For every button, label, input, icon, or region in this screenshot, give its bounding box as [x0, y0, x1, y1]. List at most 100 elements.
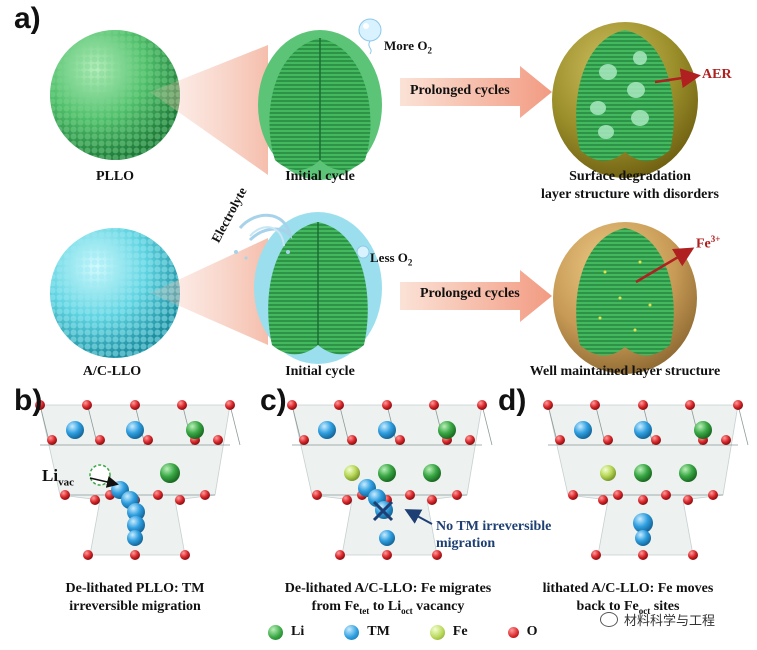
o-atom — [432, 550, 442, 560]
bond-line — [737, 404, 749, 446]
acllo-particle — [50, 228, 180, 358]
o-atom — [47, 435, 57, 445]
fe3-label: Fe3+ — [696, 234, 721, 252]
o-atom — [603, 435, 613, 445]
aer-arrow — [654, 68, 701, 89]
o-atom — [60, 490, 70, 500]
panel-b-label: b) — [14, 384, 43, 417]
o-atom — [153, 490, 163, 500]
o-atom — [638, 400, 648, 410]
li-vacancy — [89, 464, 111, 486]
o-atom — [590, 400, 600, 410]
electrolyte-splash-icon — [234, 213, 293, 260]
tm-atom — [127, 503, 145, 521]
pllo-label: PLLO — [95, 169, 135, 184]
structure-d — [543, 400, 749, 560]
o-atom — [177, 400, 187, 410]
li-atom — [634, 464, 652, 482]
o-atom — [95, 435, 105, 445]
li-vac-arrow — [89, 476, 119, 488]
o-atom — [143, 435, 153, 445]
pllo-particle — [50, 30, 180, 160]
o-atom — [721, 435, 731, 445]
o-atom — [334, 400, 344, 410]
o-atom — [708, 490, 718, 500]
o-atom — [591, 550, 601, 560]
o-atom — [395, 435, 405, 445]
tm-atom — [66, 421, 84, 439]
caption-c: De-lithated A/C-LLO: Fe migrates from Fe… — [284, 581, 492, 616]
legend-item-tm: TM — [344, 624, 390, 640]
water-droplet-icon — [358, 18, 382, 55]
li-atom — [186, 421, 204, 439]
no-tm-migration-label: No TM irreversible migration — [436, 519, 552, 551]
wechat-icon — [600, 612, 618, 627]
initial-cycle-label-bottom: Initial cycle — [285, 364, 355, 379]
o-atom — [312, 490, 322, 500]
tm-ball-icon — [344, 624, 360, 640]
zoom-cone-bottom — [150, 238, 268, 345]
o-atom — [382, 550, 392, 560]
o-atom — [35, 400, 45, 410]
o-atom — [613, 490, 623, 500]
o-atom — [683, 495, 693, 505]
no-tm-arrow — [404, 509, 433, 525]
bond-line — [481, 404, 493, 446]
legend-item-fe: Fe — [429, 624, 468, 640]
prolonged-arrow-top — [400, 66, 552, 118]
o-atom — [90, 495, 100, 505]
tm-atom — [126, 421, 144, 439]
tm-atom — [318, 421, 336, 439]
o-atom — [225, 400, 235, 410]
o-atom — [452, 490, 462, 500]
o-atom — [287, 400, 297, 410]
panel-c-label: c) — [260, 384, 287, 417]
maintained-particle — [553, 222, 697, 374]
o-atom — [342, 495, 352, 505]
o-atom — [83, 550, 93, 560]
o-atom — [638, 550, 648, 560]
initial-cycle-label-top: Initial cycle — [285, 169, 355, 184]
o-atom — [427, 495, 437, 505]
o-atom — [685, 400, 695, 410]
tm-atom — [127, 530, 143, 546]
o-atom — [200, 490, 210, 500]
panel-d-label: d) — [498, 384, 527, 417]
bond-line — [229, 404, 241, 446]
o-atom — [82, 400, 92, 410]
o-atom — [568, 490, 578, 500]
tm-atom — [378, 421, 396, 439]
o-atom — [661, 490, 671, 500]
legend-item-li: Li — [268, 624, 304, 640]
prolonged-cycles-label-top: Prolonged cycles — [410, 83, 510, 98]
tm-atom — [379, 530, 395, 546]
o-atom — [335, 550, 345, 560]
small-droplet-icon — [356, 245, 370, 259]
o-atom — [175, 495, 185, 505]
o-atom — [299, 435, 309, 445]
o-atom — [638, 495, 648, 505]
fe-atom — [344, 465, 360, 481]
o-atom — [543, 400, 553, 410]
tm-atom — [574, 421, 592, 439]
o-atom — [598, 495, 608, 505]
caption-b: De-lithated PLLO: TM irreversible migrat… — [65, 581, 205, 614]
structure-c — [287, 400, 493, 560]
surface-degradation-caption: Surface degradation layer structure with… — [541, 169, 719, 202]
o-atom — [465, 435, 475, 445]
li-atom — [679, 464, 697, 482]
zoom-cone-top — [150, 45, 268, 175]
tm-atom — [635, 530, 651, 546]
o-atom — [477, 400, 487, 410]
prolonged-arrow-bottom — [400, 270, 552, 322]
o-atom — [405, 490, 415, 500]
li-vac-label: Livac — [42, 466, 74, 489]
li-ball-icon — [268, 624, 283, 640]
tm-atom — [127, 516, 145, 534]
li-atom — [694, 421, 712, 439]
li-atom — [160, 463, 180, 483]
o-atom — [688, 550, 698, 560]
o-atom — [347, 435, 357, 445]
legend: Li TM Fe O — [268, 624, 537, 640]
